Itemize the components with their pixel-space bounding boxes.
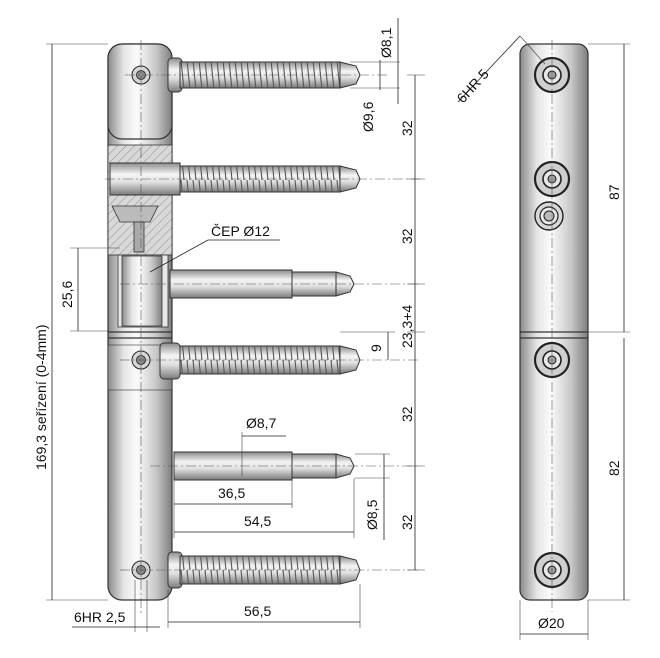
dim-56-5: 56,5: [244, 603, 271, 619]
dim-87: 87: [606, 184, 622, 200]
dim-25-6: 25,6: [59, 281, 75, 308]
left-view-smooth-pins: [169, 269, 355, 481]
dim-23-3: 23,3+4: [399, 305, 415, 348]
dim-32-c: 32: [399, 406, 415, 422]
dim-36-5: 36,5: [218, 485, 245, 501]
dim-6hr-5: 6HR 5: [453, 66, 492, 106]
dim-9: 9: [368, 344, 384, 352]
dim-d8-1: Ø8,1: [378, 27, 394, 58]
right-view-holes: [533, 56, 571, 589]
right-view-body: [519, 43, 589, 601]
dim-d20: Ø20: [538, 615, 565, 631]
dim-d8-5: Ø8,5: [364, 499, 380, 530]
dim-d9-6: Ø9,6: [360, 101, 376, 132]
right-view-dimension-lines: [457, 35, 630, 640]
dim-54-5: 54,5: [244, 513, 271, 529]
left-view-body: [107, 43, 173, 601]
left-view-centre-lines: [105, 40, 420, 615]
dim-32-a: 32: [399, 120, 415, 136]
dim-6hr-2-5: 6HR 2,5: [74, 609, 126, 625]
dim-total-height: 169,3 seřízení (0-4mm): [33, 325, 49, 471]
dim-d8-7: Ø8,7: [246, 415, 277, 431]
left-view-dimension-lines: [46, 18, 425, 632]
dim-32-d: 32: [399, 514, 415, 530]
dim-32-b: 32: [399, 228, 415, 244]
label-cep: ČEP Ø12: [211, 223, 270, 239]
dim-82: 82: [606, 460, 622, 476]
